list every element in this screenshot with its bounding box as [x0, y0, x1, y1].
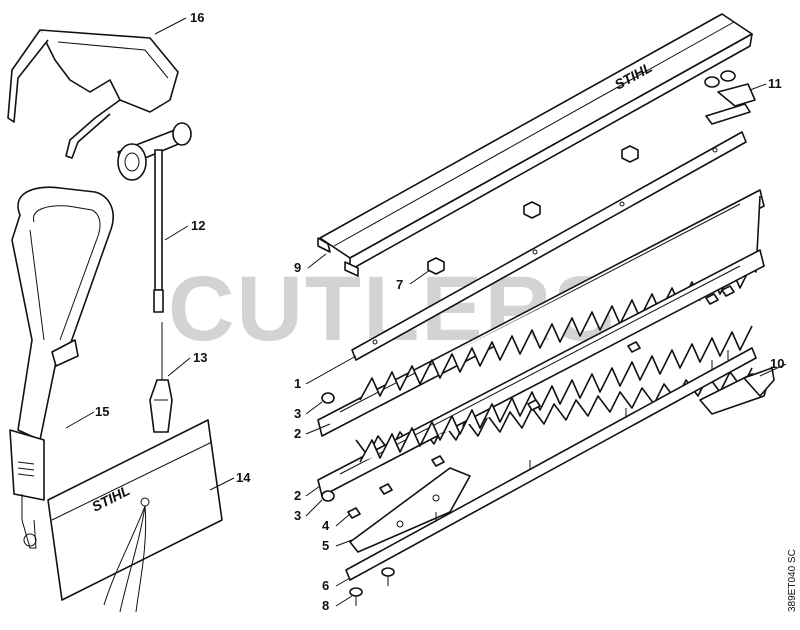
callout-16: 16 [190, 10, 204, 25]
callout-5: 5 [322, 538, 329, 553]
part-11-bracket [704, 70, 756, 125]
callout-13: 13 [193, 350, 207, 365]
part-10-end-bracket [699, 367, 775, 415]
callout-2-upper: 2 [294, 426, 301, 441]
part-15-shoulder-strap [9, 186, 114, 549]
leader-lines [65, 17, 787, 607]
part-4-slide-pieces [347, 285, 735, 519]
callout-6: 6 [322, 578, 329, 593]
diagram-code: 389ET040 SC [787, 549, 798, 612]
part-13-screwdriver [149, 322, 173, 433]
part-9-guide-rail: STIHL [317, 13, 753, 277]
part-3-spacers [321, 392, 335, 502]
callout-7: 7 [396, 277, 403, 292]
callout-15: 15 [95, 404, 109, 419]
part-6-bottom-plate [345, 347, 757, 581]
callout-14: 14 [236, 470, 251, 485]
part-2-upper-cutter-blade [317, 189, 765, 457]
callout-3-lower: 3 [294, 508, 301, 523]
callout-8: 8 [322, 598, 329, 613]
callout-labels: 16 11 12 9 7 13 1 3 2 15 10 14 2 3 4 5 6… [95, 10, 784, 613]
part-7-nuts [427, 145, 639, 275]
callout-10: 10 [770, 356, 784, 371]
callout-12: 12 [191, 218, 205, 233]
part-8-screws [349, 567, 395, 606]
callout-9: 9 [294, 260, 301, 275]
part-16-safety-glasses [7, 29, 179, 159]
part-5-wedge-plate [349, 467, 471, 553]
callout-2-lower: 2 [294, 488, 301, 503]
part-2-lower-cutter-blade [317, 249, 765, 497]
callout-3-upper: 3 [294, 406, 301, 421]
callout-1: 1 [294, 376, 301, 391]
part-14-tool-pouch: STIHL [47, 419, 223, 613]
part-12-combination-wrench [117, 122, 192, 313]
callout-11: 11 [768, 76, 782, 91]
callout-4: 4 [322, 518, 330, 533]
